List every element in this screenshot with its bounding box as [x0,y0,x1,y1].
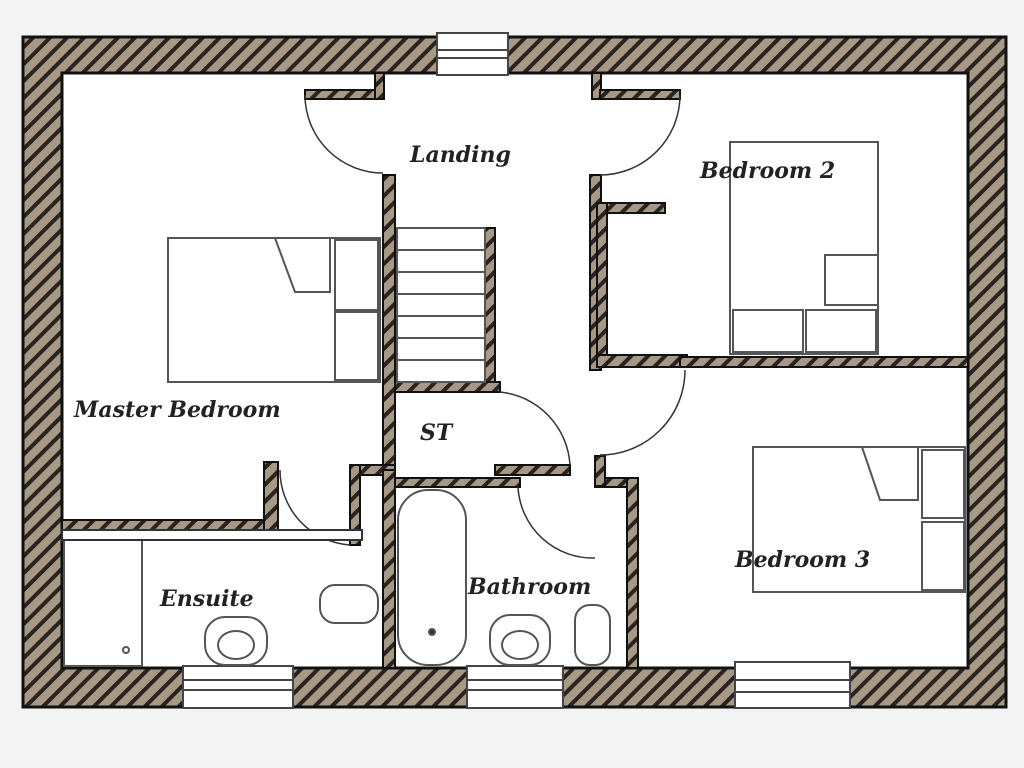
window-ensuite [182,665,294,709]
windows [182,32,851,709]
bed-master [167,237,381,383]
outer-wall [21,35,1008,709]
window-bedroom-3 [734,661,851,709]
bathroom-toilet [574,604,611,666]
bathroom-sink [489,614,551,666]
door-swings [279,94,686,559]
label-ensuite: Ensuite [159,586,254,612]
label-bedroom-3: Bedroom 3 [734,547,870,573]
label-bedroom-2: Bedroom 2 [699,158,835,184]
ensuite-shower [61,529,363,667]
label-master-bedroom: Master Bedroom [73,397,281,423]
bed-bedroom-3 [752,446,966,593]
label-store: ST [420,420,454,446]
label-bathroom: Bathroom [467,574,591,600]
window-landing [436,32,509,76]
label-landing: Landing [409,142,511,168]
window-bathroom [466,665,564,709]
ensuite-sink [204,616,268,666]
interior-walls [61,72,969,669]
bed-bedroom-2 [729,141,879,355]
bathtub [397,489,467,666]
ensuite-toilet [319,584,379,624]
staircase [396,227,486,383]
